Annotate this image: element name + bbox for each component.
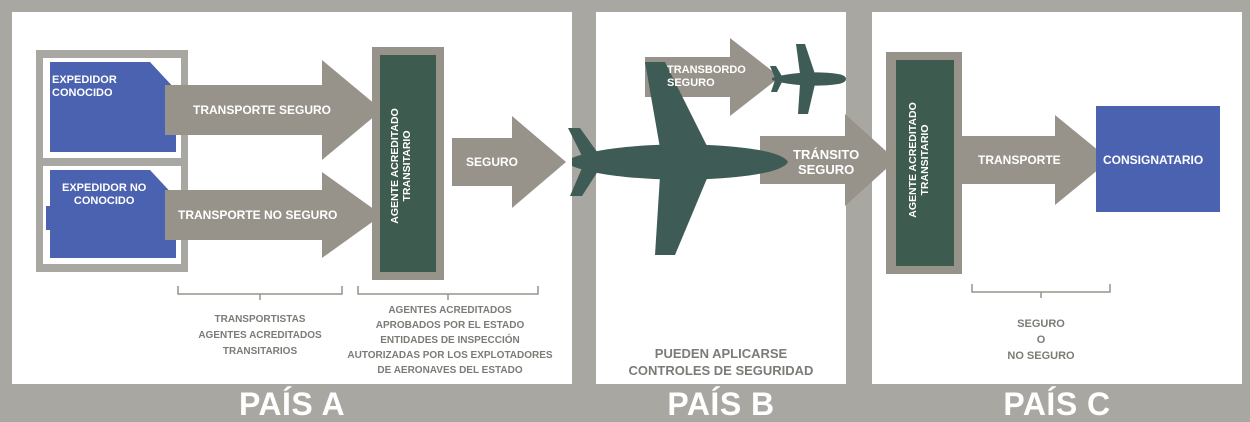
transit-label: TRÁNSITO SEGURO <box>793 147 860 177</box>
agent-label-a: AGENTE ACREDITADO TRANSITARIO <box>389 108 414 224</box>
bracket-lines <box>177 284 1111 300</box>
country-b-title: PAÍS B <box>667 386 775 422</box>
unknown-shipper-shape <box>46 170 176 258</box>
consignee-box <box>1096 106 1220 212</box>
known-shipper-shape <box>50 62 176 152</box>
transshipment-label: TRANSBORDO SEGURO <box>667 64 746 89</box>
consignee-label: CONSIGNATARIO <box>1103 153 1204 167</box>
country-c-title: PAÍS C <box>1003 386 1111 422</box>
transport-arrow-c <box>962 115 1110 205</box>
security-controls-note: PUEDEN APLICARSE CONTROLES DE SEGURIDAD <box>628 346 814 378</box>
unsecure-transport-arrow <box>165 172 382 258</box>
approved-agents-note: AGENTES ACREDITADOS APROBADOS POR EL EST… <box>347 305 553 376</box>
transport-label-c: TRANSPORTE <box>978 153 1061 167</box>
unsecure-transport-label: TRANSPORTE NO SEGURO <box>178 208 338 222</box>
secure-transport-label: TRANSPORTE SEGURO <box>193 103 332 117</box>
known-shipper-label: EXPEDIDOR CONOCIDO <box>52 74 117 99</box>
carriers-note: TRANSPORTISTAS AGENTES ACREDITADOS TRANS… <box>198 314 322 357</box>
country-a-title: PAÍS A <box>238 386 346 422</box>
airplane-icon <box>568 62 788 255</box>
secure-transport-arrow <box>165 60 382 160</box>
secure-label: SEGURO <box>466 155 519 169</box>
transit-arrow <box>760 114 896 206</box>
secure-or-not-note: SEGURO O NO SEGURO <box>1007 318 1075 362</box>
airplane-icon <box>770 44 846 114</box>
unknown-shipper-label: EXPEDIDOR NO CONOCIDO <box>62 182 147 207</box>
secure-arrow <box>452 116 566 208</box>
agent-label-c: AGENTE ACREDITADO TRANSITARIO <box>907 102 932 218</box>
